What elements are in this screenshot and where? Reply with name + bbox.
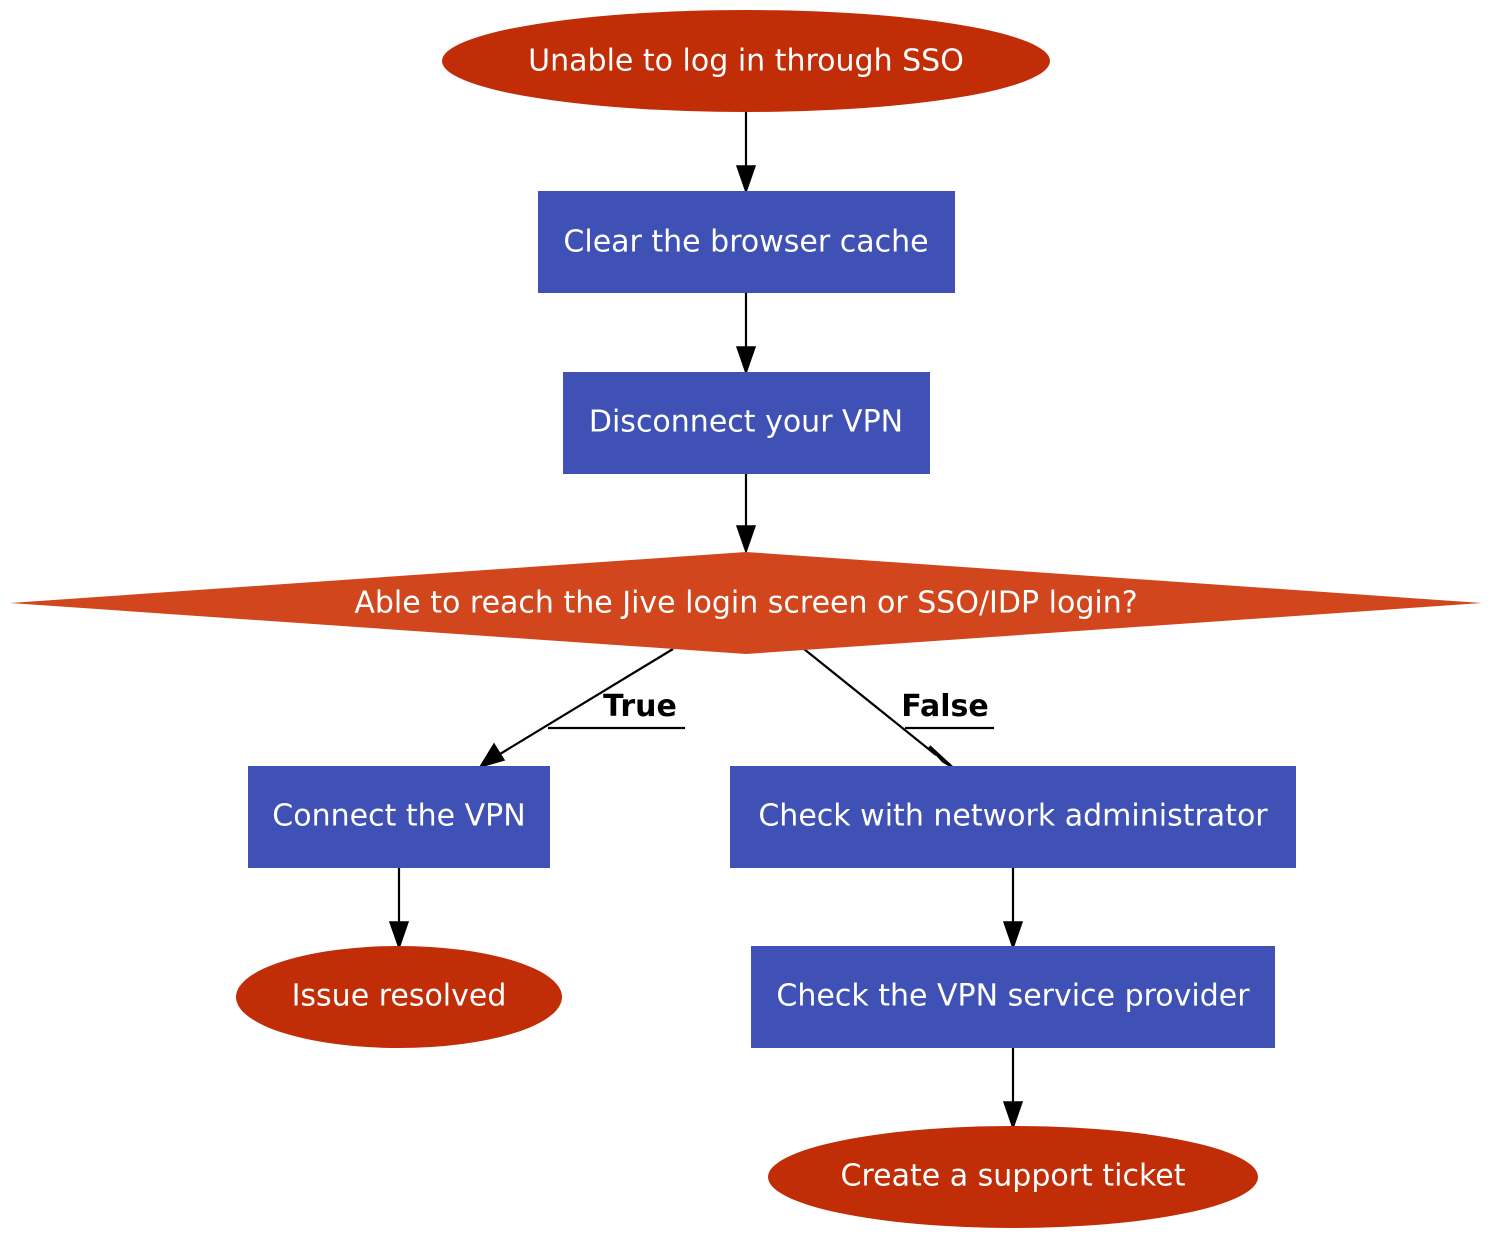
check-admin-box bbox=[730, 766, 1296, 868]
connect-vpn-box bbox=[248, 766, 550, 868]
arrowhead-icon bbox=[1002, 1101, 1024, 1131]
edges bbox=[388, 112, 1024, 1131]
arrowhead-icon bbox=[929, 745, 956, 770]
arrowhead-icon bbox=[388, 921, 410, 951]
issue-resolved-label: Issue resolved bbox=[292, 979, 507, 1014]
support-ticket-ellipse bbox=[768, 1126, 1258, 1228]
connect-vpn-node: Connect the VPN bbox=[248, 766, 550, 868]
issue-resolved-node: Issue resolved bbox=[236, 946, 562, 1048]
start-label: Unable to log in through SSO bbox=[528, 44, 964, 79]
edge-decision-to-connect-vpn bbox=[499, 648, 674, 755]
disconnect-vpn-box bbox=[563, 372, 930, 474]
edge-decision-to-check-admin bbox=[803, 648, 937, 756]
start-node: Unable to log in through SSO bbox=[442, 10, 1050, 112]
support-ticket-label: Create a support ticket bbox=[841, 1159, 1186, 1194]
clear-cache-box bbox=[538, 191, 955, 293]
start-ellipse bbox=[442, 10, 1050, 112]
decision-diamond bbox=[10, 552, 1482, 654]
arrowhead-icon bbox=[735, 346, 757, 376]
edge-label-true: True bbox=[603, 689, 677, 724]
check-provider-node: Check the VPN service provider bbox=[751, 946, 1275, 1048]
issue-resolved-ellipse bbox=[236, 946, 562, 1048]
check-admin-node: Check with network administrator bbox=[730, 766, 1296, 868]
clear-cache-label: Clear the browser cache bbox=[563, 225, 928, 260]
disconnect-vpn-label: Disconnect your VPN bbox=[589, 405, 903, 440]
check-provider-box bbox=[751, 946, 1275, 1048]
clear-cache-node: Clear the browser cache bbox=[538, 191, 955, 293]
check-admin-label: Check with network administrator bbox=[758, 799, 1268, 834]
disconnect-vpn-node: Disconnect your VPN bbox=[563, 372, 930, 474]
connect-vpn-label: Connect the VPN bbox=[272, 799, 525, 834]
support-ticket-node: Create a support ticket bbox=[768, 1126, 1258, 1228]
arrowhead-icon bbox=[478, 742, 506, 769]
edge-label-false: False bbox=[901, 689, 988, 724]
decision-node: Able to reach the Jive login screen or S… bbox=[10, 552, 1482, 654]
arrowhead-icon bbox=[1002, 921, 1024, 951]
decision-label: Able to reach the Jive login screen or S… bbox=[354, 586, 1137, 621]
arrowhead-icon bbox=[735, 165, 757, 195]
check-provider-label: Check the VPN service provider bbox=[776, 979, 1250, 1014]
arrowhead-icon bbox=[735, 525, 757, 555]
